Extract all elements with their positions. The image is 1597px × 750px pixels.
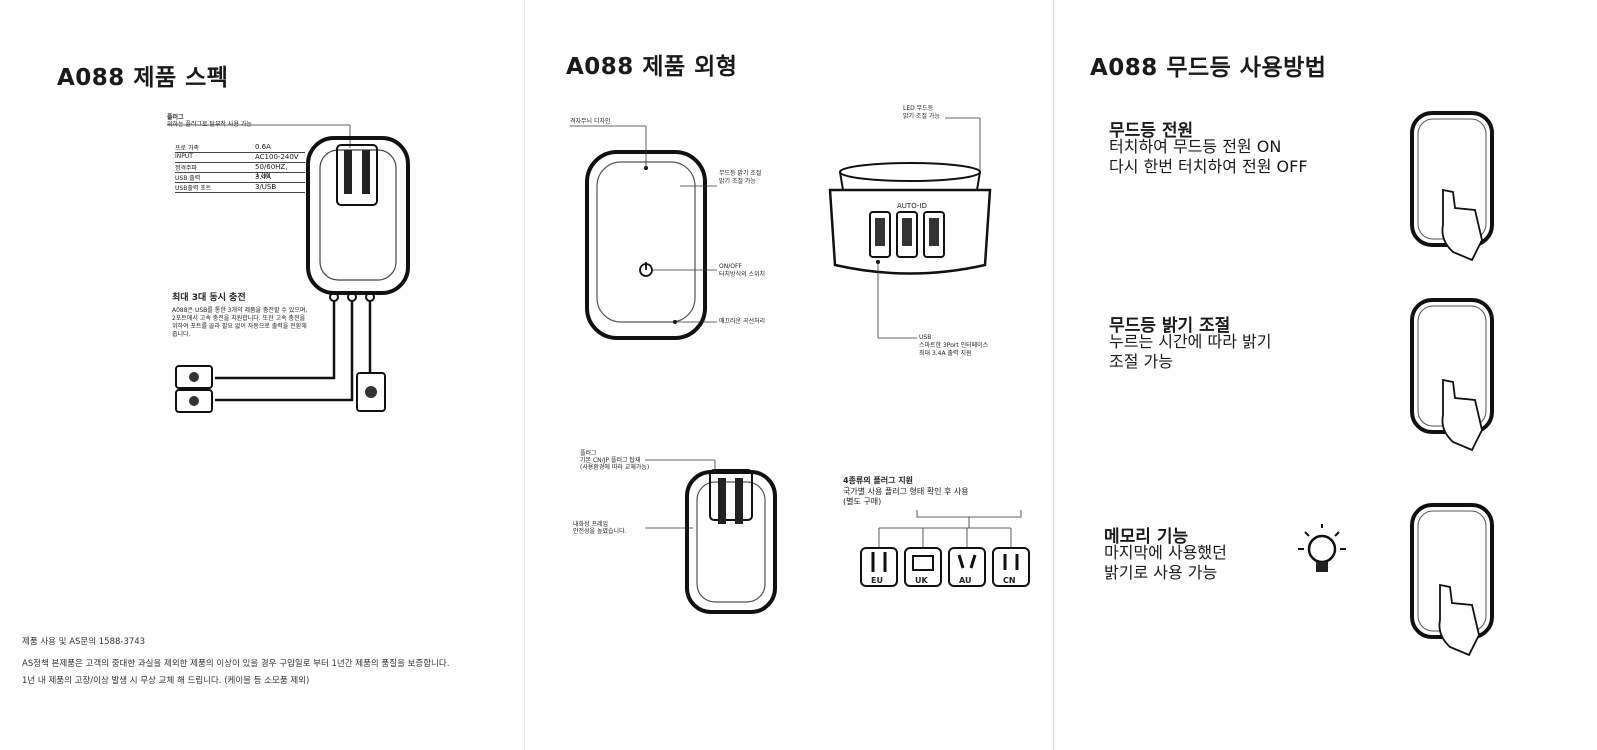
touch-device-power (1410, 111, 1494, 262)
plug-desc: 위하는 플러그로 탈부착 사용 가능 (167, 121, 252, 128)
plugs-note: (별도 구매) (843, 497, 882, 506)
curve-label: 매끄러운 곡선처리 (719, 318, 766, 325)
back-plug-note: (사용환경에 따라 교체가능) (580, 464, 650, 471)
back-plug-label: 플러그 (580, 450, 597, 457)
led-label: LED 무드등 (903, 105, 934, 112)
brightness-section-line: 누르는 시간에 따라 밝기 (1109, 332, 1272, 351)
spec-label: 프로 가족 (175, 145, 199, 152)
charge-desc-line: 줍니다. (172, 331, 191, 338)
spec-title: A088 제품 스펙 (57, 65, 229, 91)
spec-row: 프로 가족 0.6A (175, 143, 305, 153)
spec-row: INPUT AC100-240V (175, 153, 305, 163)
dim-label: 무드등 밝기 조절 (719, 170, 762, 177)
charge-desc-line: A088은 USB를 통한 3개의 제품을 충전할 수 있으며, (172, 307, 308, 314)
support-contact: 제품 사용 및 AS문의 1588-3743 (22, 637, 146, 647)
fold-line (1053, 0, 1054, 750)
warranty-replacement: 1년 내 제품의 고장/이상 발생 시 무상 교체 해 드립니다. (케이블 등… (22, 676, 310, 686)
usage-title: A088 무드등 사용방법 (1090, 55, 1327, 81)
back-plug-desc: 기본 CN/JP 플러그 탑재 (580, 457, 641, 464)
spec-panel: A088 제품 스펙 플러그 위하는 플러그로 탈부착 사용 가능 프로 가족 … (0, 0, 525, 750)
switch-label: ON/OFF (719, 263, 742, 270)
warranty-policy: AS정책 본제품은 고객의 중대한 과실을 제외한 제품의 이상이 있을 경우 … (22, 659, 450, 669)
power-section-line: 다시 한번 터치하여 전원 OFF (1109, 157, 1308, 176)
plug-au-label: AU (959, 576, 972, 585)
fire-frame-label: 내화성 프레임 (573, 521, 609, 528)
touch-device-memory (1410, 503, 1494, 657)
fold-line (524, 0, 525, 750)
spec-value: 50/60HZ, 17W (255, 163, 288, 179)
spec-row: USB출력 포트 3/USB (175, 183, 305, 193)
switch-desc: 터치방식의 스위치 (719, 271, 766, 278)
charge-desc-line: 2포트에서 고속 충전을 지원합니다. 또한 고속 충전을 (172, 315, 306, 322)
memory-bulb-icon (1298, 524, 1346, 572)
brightness-section-line: 조절 가능 (1109, 352, 1173, 371)
spec-row: 정격주파 50/60HZ, 17W (175, 163, 305, 179)
memory-section-line: 마지막에 사용했던 (1104, 543, 1227, 562)
memory-section-line: 밝기로 사용 가능 (1104, 563, 1218, 582)
spec-label: USB출력 포트 (175, 185, 212, 192)
plug-cn-label: CN (1003, 576, 1016, 585)
charge-desc-line: 위하여 포트를 골라 필요 없이 자동으로 출력을 전환해 (172, 323, 307, 330)
plug-eu-label: EU (871, 576, 883, 585)
usb-output: 최대 3.4A 출력 지원 (919, 350, 972, 357)
charger-spec-illustration (167, 124, 410, 413)
plugs-title: 4종류의 플러그 지원 (843, 476, 914, 485)
usage-illustrations (1298, 111, 1494, 657)
plug-label: 플러그 (167, 114, 184, 121)
spec-label: 정격주파 (175, 165, 198, 172)
brightness-section-title: 무드등 밝기 조절 (1109, 316, 1231, 336)
spec-value: 0.6A (255, 143, 271, 151)
usb-label: USB (919, 334, 932, 341)
charge-title: 최대 3대 동시 충전 (172, 293, 246, 303)
memory-section-title: 메모리 기능 (1104, 527, 1189, 547)
dim-desc: 밝기 조절 가능 (719, 178, 756, 185)
plug-uk-label: UK (915, 576, 928, 585)
appearance-illustrations (570, 117, 1030, 614)
fire-frame-desc: 안전성을 높였습니다. (573, 528, 627, 535)
spec-value: AC100-240V (255, 153, 299, 161)
spec-label: USB 출력 (175, 175, 201, 182)
spec-row: USB 출력 3.4A (175, 173, 305, 183)
spec-value: 3.4A (255, 173, 271, 181)
usage-panel: A088 무드등 사용방법 무드등 전원 터치하여 무드등 전원 ON 다시 한… (1060, 0, 1597, 750)
appearance-title: A088 제품 외형 (566, 54, 738, 80)
auto-id-label: AUTO-ID (897, 202, 927, 210)
appearance-panel: A088 제품 외형 (525, 0, 1060, 750)
touch-device-brightness (1410, 298, 1494, 452)
led-desc: 밝기 조절 가능 (903, 113, 940, 120)
usb-desc: 스마트한 3Port 인터페이스 (919, 342, 989, 349)
power-section-title: 무드등 전원 (1109, 121, 1194, 141)
pattern-label: 격자무늬 디자인 (570, 118, 611, 125)
spec-value: 3/USB (255, 183, 277, 191)
power-section-line: 터치하여 무드등 전원 ON (1109, 137, 1282, 156)
spec-label: INPUT (175, 153, 193, 160)
plugs-desc: 국가별 사용 플러그 형태 확인 후 사용 (843, 487, 969, 496)
